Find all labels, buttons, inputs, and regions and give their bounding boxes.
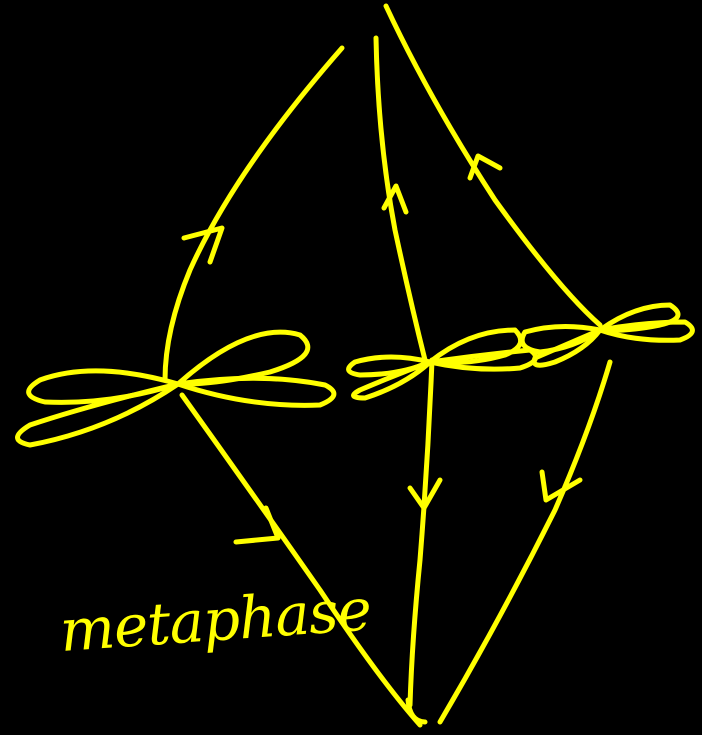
arrow-down-left-icon (236, 508, 278, 542)
fiber-lower-left (182, 395, 420, 725)
lower-pole-hook (408, 700, 425, 722)
fiber-lower-middle (410, 360, 432, 705)
fiber-upper-left (165, 48, 342, 380)
chromosome-middle (349, 330, 536, 398)
chromosome-left (18, 332, 334, 445)
arrow-up-right-icon (470, 156, 500, 178)
fiber-lower-right (440, 362, 610, 722)
chromosome-right (522, 305, 692, 365)
